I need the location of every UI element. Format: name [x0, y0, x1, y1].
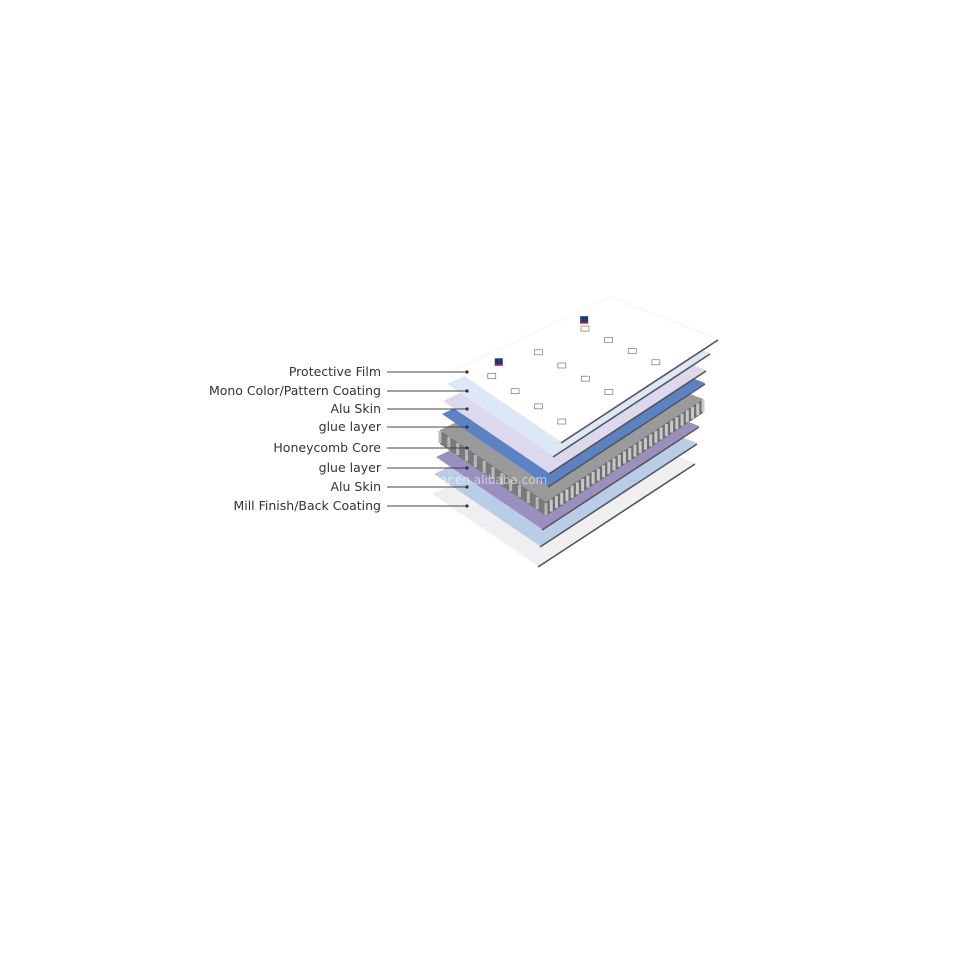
honeycomb-cell — [544, 503, 548, 515]
film-print-icon — [604, 389, 614, 395]
honeycomb-cell — [491, 467, 495, 479]
honeycomb-cell — [500, 473, 504, 485]
film-print-icon — [604, 336, 613, 343]
label-glue-layer-bottom: glue layer — [318, 460, 381, 475]
watermark: ar.en.alibaba.com — [440, 473, 547, 487]
honeycomb-cell — [565, 489, 569, 502]
honeycomb-cell — [586, 475, 590, 488]
honeycomb-cell — [607, 461, 611, 474]
leader-dot — [465, 389, 469, 393]
honeycomb-cell — [535, 497, 539, 509]
leader-dot — [465, 504, 469, 508]
film-print-icon — [581, 375, 590, 382]
logo-stripe — [580, 322, 589, 324]
label-glue-layer-top: glue layer — [318, 419, 381, 434]
film-print-icon — [651, 359, 661, 366]
film-print-icon — [510, 388, 520, 395]
honeycomb-cell — [654, 430, 658, 443]
film-print-icon — [487, 373, 497, 379]
label-protective-film: Protective Film — [288, 364, 381, 379]
honeycomb-cell — [670, 420, 674, 433]
label-mill-finish: Mill Finish/Back Coating — [233, 498, 381, 513]
honeycomb-cell — [570, 485, 574, 498]
honeycomb-cell — [518, 485, 521, 497]
film-print-icon — [557, 362, 567, 369]
honeycomb-cell — [456, 443, 460, 455]
logo-stripe — [494, 364, 503, 366]
honeycomb-cell — [465, 449, 468, 461]
honeycomb-cell — [649, 434, 653, 447]
honeycomb-cell — [633, 444, 637, 457]
logo-icon — [494, 358, 503, 366]
honeycomb-cell — [675, 417, 679, 430]
honeycomb-cell — [638, 441, 642, 454]
honeycomb-cell — [680, 413, 684, 426]
logo-icon — [580, 316, 589, 324]
label-alu-skin-top: Alu Skin — [330, 401, 382, 416]
label-honeycomb-core: Honeycomb Core — [273, 440, 381, 455]
honeycomb-cell — [554, 496, 558, 509]
honeycomb-cell — [691, 406, 695, 419]
honeycomb-cell — [623, 451, 626, 464]
honeycomb-cell — [473, 455, 477, 467]
label-alu-skin-bottom: Alu Skin — [330, 479, 382, 494]
leader-dot — [465, 425, 469, 429]
film-print-icon — [627, 348, 637, 354]
honeycomb-cell — [509, 479, 513, 491]
honeycomb-cell — [664, 424, 668, 437]
honeycomb-cell — [701, 400, 705, 412]
honeycomb-cell — [628, 448, 632, 461]
leader-dot — [465, 446, 469, 450]
honeycomb-cell — [596, 468, 600, 481]
honeycomb-cell — [685, 410, 689, 423]
leader-dot — [465, 485, 469, 489]
leader-dot — [465, 466, 469, 470]
film-print-icon — [557, 418, 567, 425]
layer-protective-film — [454, 296, 719, 444]
leader-dot — [465, 407, 469, 411]
honeycomb-cell — [549, 499, 553, 512]
honeycomb-cell — [643, 437, 647, 450]
honeycomb-cell — [438, 431, 442, 443]
leader-dot — [465, 370, 469, 374]
film-print-icon — [534, 403, 543, 410]
honeycomb-cell — [591, 472, 595, 485]
honeycomb-cell — [617, 454, 621, 467]
honeycomb-cell — [482, 461, 486, 473]
honeycomb-cell — [526, 491, 530, 503]
honeycomb-cell — [612, 458, 616, 471]
honeycomb-cell — [575, 482, 579, 495]
honeycomb-cell — [696, 403, 700, 416]
honeycomb-cell — [560, 492, 564, 505]
honeycomb-cell — [447, 437, 451, 449]
label-mono-coating: Mono Color/Pattern Coating — [208, 383, 381, 398]
film-print-icon — [534, 349, 543, 356]
film-print-icon — [580, 325, 590, 332]
honeycomb-cell — [659, 427, 663, 440]
honeycomb-cell — [581, 478, 585, 491]
honeycomb-cell — [602, 465, 606, 478]
